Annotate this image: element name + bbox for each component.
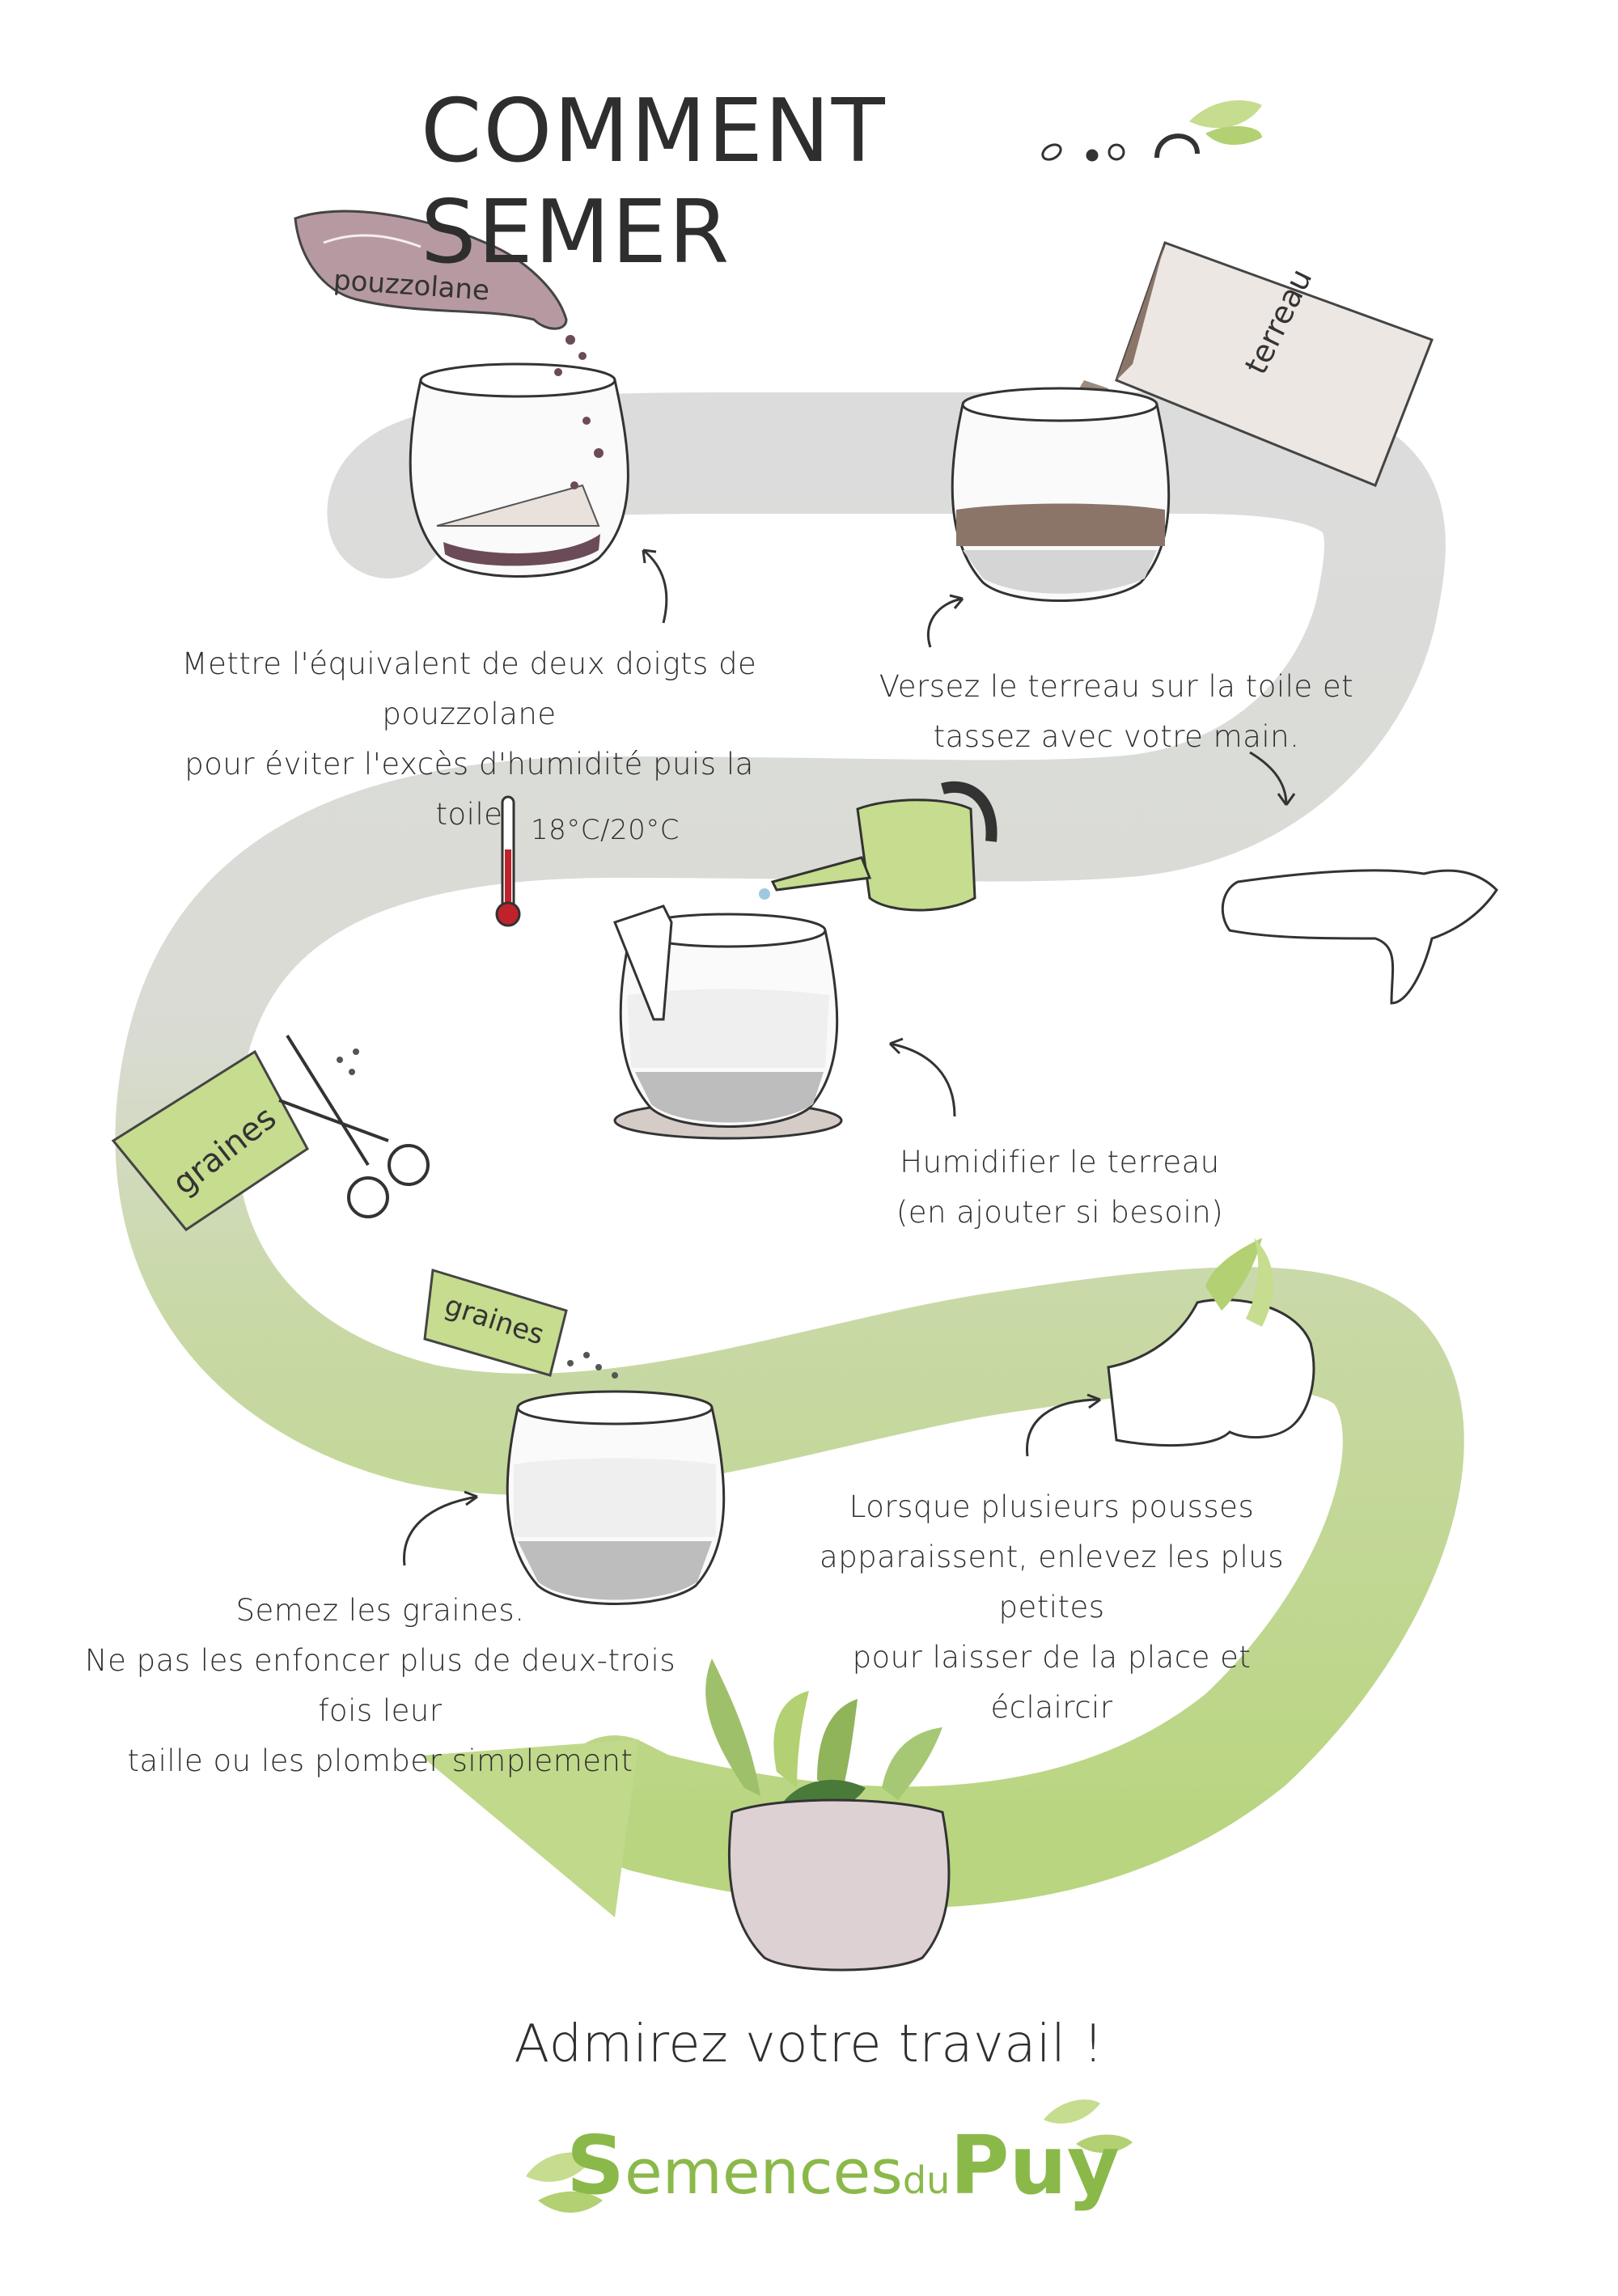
brand-part: S xyxy=(566,2118,625,2213)
brand-part: du xyxy=(902,2158,951,2202)
hand-sprout-icon xyxy=(1107,1238,1315,1447)
pot-4-icon xyxy=(506,1390,726,1605)
arrow-2-icon xyxy=(926,597,964,648)
arrow-1-icon xyxy=(642,549,668,624)
seed-packet-2-icon xyxy=(423,1269,568,1377)
pot-3-icon xyxy=(613,904,843,1140)
text-line: taille ou les plomber simplement xyxy=(127,1743,633,1778)
watering-can-icon xyxy=(770,781,997,912)
scissors-icon xyxy=(278,1034,430,1218)
hand-icon xyxy=(1221,869,1498,1005)
text-line: pour laisser de la place et éclaircir xyxy=(852,1640,1252,1725)
final-text: Admirez votre travail ! xyxy=(514,2014,1104,2074)
pot-2-icon xyxy=(951,387,1171,602)
brand-logo: SemencesduPuy xyxy=(566,2118,1120,2215)
text-line: (en ajouter si besoin) xyxy=(896,1195,1224,1230)
arrow-head xyxy=(421,1739,639,1917)
text-line: Versez le terreau sur la toile et xyxy=(879,669,1354,704)
step-humidifier-text: Humidifier le terreau (en ajouter si bes… xyxy=(849,1137,1270,1238)
arrow-5-icon xyxy=(403,1495,478,1566)
arrow-6-icon xyxy=(1026,1398,1101,1457)
seeds-icon xyxy=(1041,133,1200,162)
brand-leaves-icon xyxy=(526,2099,1133,2213)
seeds-scatter-icon xyxy=(337,1048,359,1075)
pouzzolane-bag-icon xyxy=(294,210,568,330)
brand-part: Puy xyxy=(950,2118,1120,2213)
page-title: COMMENT SEMER xyxy=(421,81,887,283)
pot-1-icon xyxy=(409,335,629,578)
thermometer-icon xyxy=(495,795,521,927)
step-eclaircir-text: Lorsque plusieurs pousses apparaissent, … xyxy=(809,1482,1294,1733)
arrow-4-icon xyxy=(889,1042,956,1117)
terreau-bag-icon xyxy=(1115,241,1434,487)
text-line: Mettre l'équivalent de deux doigts de po… xyxy=(181,646,757,731)
text-line: Humidifier le terreau xyxy=(900,1145,1220,1180)
arrow-3-icon xyxy=(1249,751,1288,806)
step-semer-text: Semez les graines. Ne pas les enfoncer p… xyxy=(65,1586,696,1786)
text-line: pour éviter l'excès d'humidité puis la t… xyxy=(184,747,754,832)
step-pouzzolane-text: Mettre l'équivalent de deux doigts de po… xyxy=(162,639,777,840)
temperature-label: 18°C/20°C xyxy=(531,814,680,846)
text-line: apparaissent, enlevez les plus petites xyxy=(820,1540,1284,1625)
text-line: Ne pas les enfoncer plus de deux-trois f… xyxy=(84,1643,676,1728)
brand-part: emences xyxy=(625,2136,903,2208)
final-pot-icon xyxy=(727,1798,951,1972)
text-line: tassez avec votre main. xyxy=(933,719,1300,754)
text-line: Lorsque plusieurs pousses xyxy=(849,1489,1255,1524)
text-line: Semez les graines. xyxy=(235,1593,525,1628)
step-terreau-text: Versez le terreau sur la toile et tassez… xyxy=(858,662,1375,762)
seed-packet-1-icon xyxy=(111,1049,309,1232)
leaf-icon xyxy=(1189,100,1262,146)
